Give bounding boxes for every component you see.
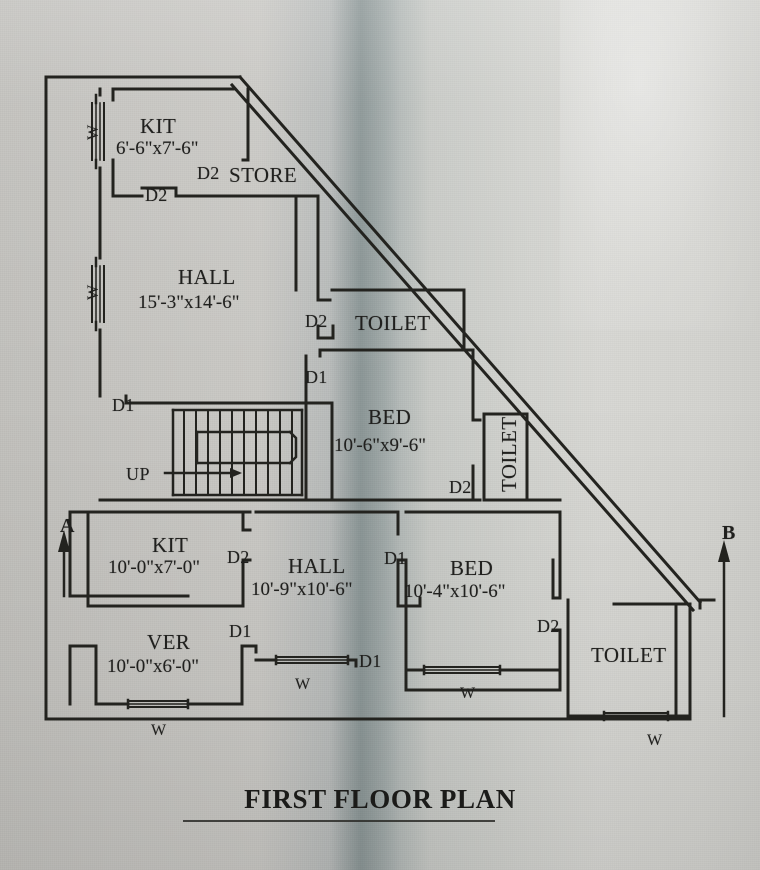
room-label-hall-upper: HALL	[178, 265, 236, 289]
room-label-kit-upper: KIT	[140, 114, 177, 138]
room-label-bed-lower: BED	[450, 556, 494, 580]
window-bottom-hall	[274, 654, 350, 666]
door-label-d1-hall-lower: D1	[384, 548, 407, 568]
stair-turn	[288, 430, 298, 465]
room-label-toilet-mid: TOILET	[497, 416, 521, 493]
door-label-d2-store: D2	[197, 163, 220, 183]
title-underline	[183, 820, 495, 822]
window-bottom-bed	[404, 664, 562, 676]
window-label-bottom-ver: W	[151, 722, 167, 739]
door-label-d2-toilet-low: D2	[537, 616, 560, 636]
door-label-d2-kit-lower: D2	[227, 547, 250, 567]
section-marker-a-arrow	[58, 530, 70, 598]
door-label-d2-toilet-mid: D2	[449, 477, 472, 497]
wall-diagonal-outer	[237, 74, 703, 605]
window-label-left-mid: W	[85, 284, 102, 300]
room-label-ver: VER	[147, 630, 191, 654]
room-dim-hall-upper: 15'-3"x14'-6"	[138, 292, 240, 313]
door-label-d2-toilet-up: D2	[305, 311, 328, 331]
door-label-d1-ver-right: D1	[359, 651, 382, 671]
wall-lines	[44, 74, 730, 722]
window-label-bottom-bed: W	[460, 685, 476, 702]
door-label-d1-ver: D1	[229, 621, 252, 641]
room-dim-kit-upper: 6'-6"x7'-6"	[116, 138, 199, 159]
room-label-store: STORE	[229, 163, 298, 187]
door-label-d1-hall-upper: D1	[305, 367, 328, 387]
room-dim-bed-lower: 10'-4"x10'-6"	[404, 581, 506, 602]
room-dim-kit-lower: 10'-0"x7'-0"	[108, 557, 201, 578]
stair-up-label: UP	[126, 464, 151, 484]
room-label-toilet-lower: TOILET	[591, 643, 667, 667]
section-marker-b-arrow	[718, 540, 730, 718]
room-dim-hall-lower: 10'-9"x10'-6"	[251, 579, 353, 600]
door-label-d1-stair: D1	[112, 395, 135, 415]
window-label-bottom-hall: W	[295, 676, 311, 693]
window-bottom-toilet	[602, 710, 670, 722]
window-label-left-top: W	[85, 124, 102, 140]
door-label-d2-kit-upper: D2	[145, 185, 168, 205]
room-label-hall-lower: HALL	[288, 554, 346, 578]
room-dim-bed-upper: 10'-6"x9'-6"	[334, 435, 427, 456]
room-label-toilet-upper: TOILET	[355, 311, 431, 335]
section-marker-b-label: B	[722, 522, 736, 544]
window-bottom-ver	[126, 698, 190, 710]
section-marker-a-label: A	[60, 515, 75, 537]
room-dim-ver: 10'-0"x6'-0"	[107, 656, 200, 677]
stair-up-arrow-head	[230, 468, 242, 478]
page-title: FIRST FLOOR PLAN	[244, 784, 516, 814]
window-label-bottom-toilet: W	[647, 732, 663, 749]
room-label-bed-upper: BED	[368, 405, 412, 429]
room-label-kit-lower: KIT	[152, 533, 189, 557]
stair-treads	[183, 409, 293, 496]
